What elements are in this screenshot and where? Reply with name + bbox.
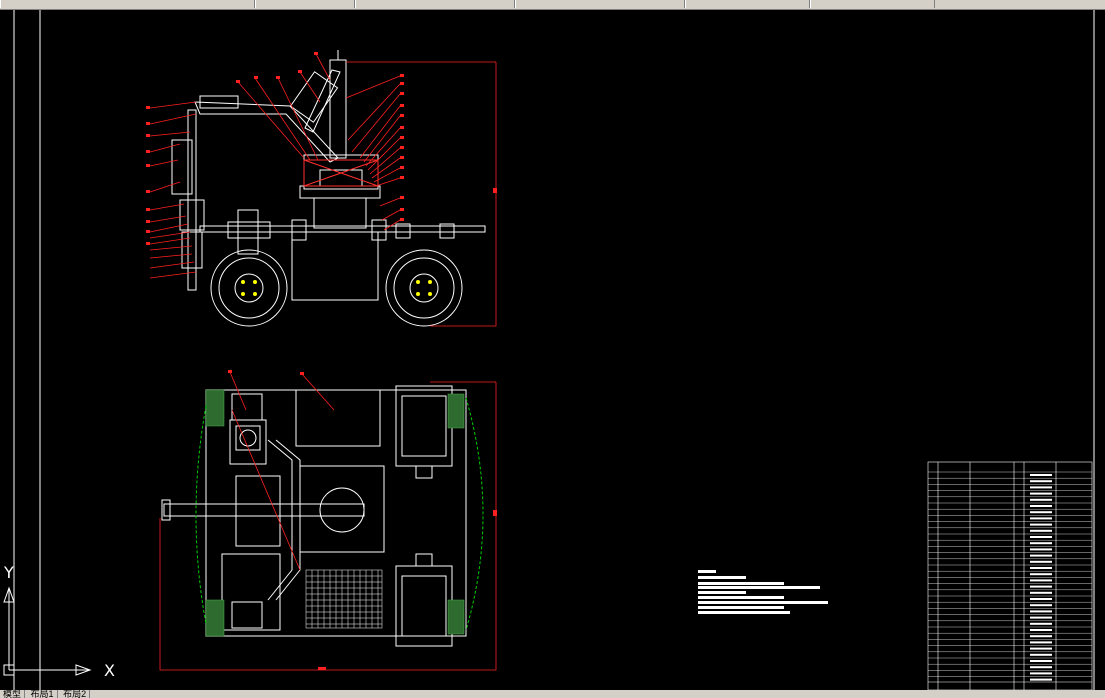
parts-list-cell-text [1030,598,1052,600]
parts-list-cell-text [1030,573,1052,576]
leader-markers-side [146,52,497,245]
parts-list-cell-text [1030,604,1052,607]
layer-dropdown[interactable] [355,0,515,8]
parts-list-cell-text [1030,610,1052,613]
parts-list-cell-text [1030,647,1052,650]
toolbar-field-1[interactable] [0,0,255,8]
parts-list-cell-text [1030,480,1052,483]
drawing-canvas[interactable]: Y X [0,10,1105,690]
top-plan-view [161,385,467,647]
plotstyle-dropdown[interactable] [810,0,935,8]
ucs-y-label: Y [3,563,14,582]
parts-list-cell-text [1030,505,1052,507]
toolbar [0,0,1105,10]
parts-list-cell-text [1030,529,1052,532]
grid-mesh [305,569,383,629]
tab-model[interactable]: 模型 [0,690,26,698]
parts-list-cell-text [1030,591,1052,594]
parts-list-cell-text [1030,548,1052,551]
hatch-regions [205,389,465,637]
parts-list-cell-text [1030,622,1052,625]
parts-list-cell-text [1030,653,1052,656]
cylinder-detail [303,159,379,187]
parts-list-cell-text [1030,666,1052,669]
parts-list-rows [928,471,1092,681]
parts-list-cell-text [1030,635,1052,638]
parts-list-cell-text [1030,678,1052,681]
tab-layout1[interactable]: 布局1 [27,690,58,698]
parts-list-cell-text [1030,616,1052,619]
tab-layout2[interactable]: 布局2 [60,690,91,698]
wheel-sweep-arcs [195,397,484,631]
leader-lines-side [149,53,497,327]
parts-list-cell-text [1030,523,1052,526]
parts-list-cell-text [1030,517,1052,520]
wheel-bolts [241,280,432,296]
parts-list-cell-text [1030,486,1052,489]
parts-list-cell-text [1030,498,1052,501]
parts-list-cell-text [1030,579,1052,582]
parts-list-cell-text [1030,560,1052,563]
technical-notes [698,570,828,614]
parts-list-cell-text [1030,585,1052,588]
side-elevation-view [171,50,486,327]
parts-list-cell-text [1030,554,1052,557]
parts-list-cell-text [1030,629,1052,631]
drawing-frame [13,10,1095,690]
parts-list-cell-text [1030,492,1052,495]
parts-list-cell-text [1030,672,1052,675]
parts-list-cell-text [1030,474,1052,476]
lineweight-dropdown[interactable] [685,0,810,8]
layout-tab-bar: 模型 布局1 布局2 [0,690,1105,698]
linetype-dropdown[interactable] [515,0,685,8]
parts-list-cell-text [1030,542,1052,545]
ucs-x-label: X [104,661,115,680]
parts-list-cell-text [1030,641,1052,644]
parts-list-cell-text [1030,660,1052,662]
ucs-icon [3,586,92,676]
leader-markers-plan [228,370,497,670]
parts-list-cell-text [1030,536,1052,538]
parts-list-cell-text [1030,511,1052,514]
parts-list-table [927,461,1093,690]
parts-list-cell-text [1030,567,1052,569]
toolbar-field-2[interactable] [255,0,355,8]
